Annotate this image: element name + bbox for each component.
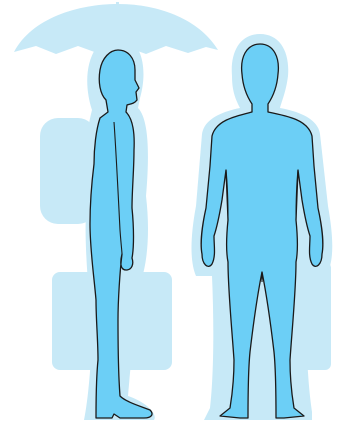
figures-illustration xyxy=(0,0,337,422)
illustration-canvas xyxy=(0,0,337,422)
